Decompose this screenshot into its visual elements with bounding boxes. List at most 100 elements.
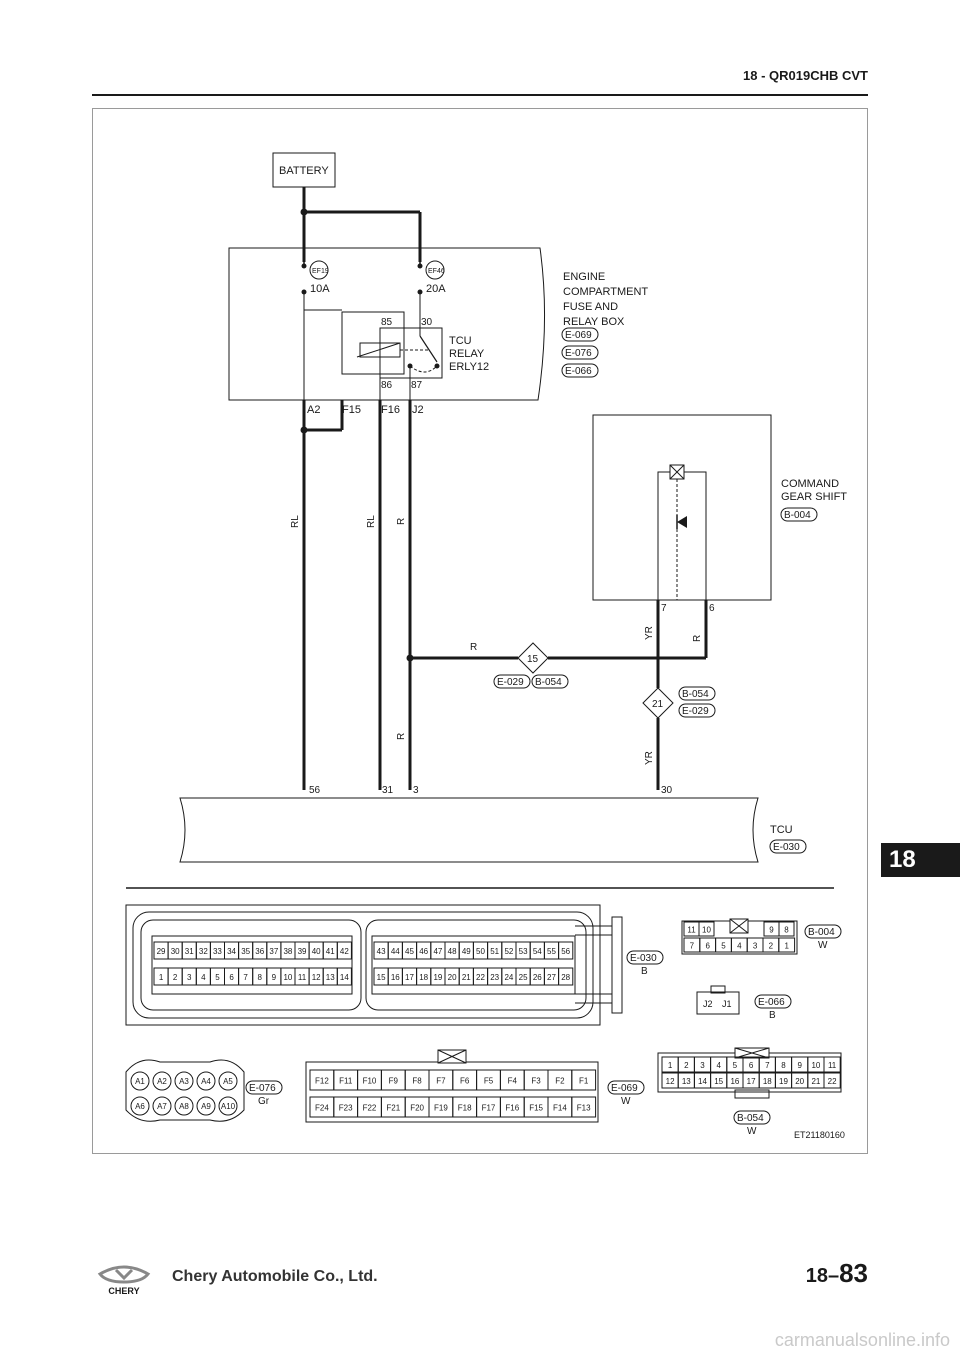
e066-pin-j2: J2: [703, 999, 713, 1009]
joint-15-connector-1: E-029: [497, 677, 524, 688]
b004-pin: 2: [769, 942, 774, 951]
e069-pin-cell: [571, 1096, 597, 1118]
relay-line-1: TCU: [449, 335, 472, 347]
e069-view-label: E-069: [611, 1083, 638, 1094]
b004-view-color: W: [818, 940, 828, 951]
e069-outline: [305, 1061, 599, 1123]
e069-pin: F4: [508, 1077, 518, 1086]
section-tab: 18: [881, 843, 960, 877]
joint-15-id: 15: [527, 654, 539, 665]
fuse-box-line-3: FUSE AND: [563, 301, 618, 313]
e030-pin: 56: [561, 947, 570, 956]
e069-pin: F1: [579, 1077, 589, 1086]
e030-pin: 47: [433, 947, 442, 956]
b054-pin: 16: [730, 1077, 739, 1086]
e030-pin-cell: [558, 941, 574, 960]
e076-pin-cell: [130, 1071, 150, 1091]
e076-pin: A4: [201, 1077, 211, 1086]
e030-pin: 49: [462, 947, 471, 956]
chery-logo: CHERY: [97, 1265, 151, 1296]
e030-pin-cell: [336, 941, 352, 960]
junction-dot: [300, 426, 308, 434]
e030-view-label: E-030: [630, 953, 657, 964]
fuse-ef19-badge: [309, 260, 329, 280]
tcu-pin-31: 31: [382, 785, 394, 796]
e069-pin: F12: [315, 1077, 329, 1086]
wire-label-r-3: R: [396, 733, 407, 740]
joint-15: [517, 642, 549, 674]
b004-pin: 6: [705, 942, 710, 951]
company-name: Chery Automobile Co., Ltd.: [172, 1268, 378, 1285]
fuse-box-line-1: ENGINE: [563, 271, 605, 283]
e030-pin: 13: [326, 973, 335, 982]
e030-pin: 4: [201, 973, 206, 982]
e030-pin: 42: [340, 947, 349, 956]
e030-pin: 33: [213, 947, 222, 956]
b054-pin-cell: [823, 1072, 841, 1089]
e030-pin: 44: [391, 947, 400, 956]
joint-21-id: 21: [652, 699, 664, 710]
e030-pin: 32: [199, 947, 208, 956]
e069-pin: F5: [484, 1077, 494, 1086]
logo-wordmark: CHERY: [108, 1286, 139, 1296]
e069-pin: F24: [315, 1104, 329, 1113]
b004-pin-cell: [778, 937, 796, 953]
e076-view-color: Gr: [258, 1096, 270, 1107]
e076-pin: A8: [179, 1102, 189, 1111]
page-prefix: 18–: [805, 1265, 840, 1287]
wire-label-yr-1: YR: [644, 626, 655, 640]
page-number-value: 83: [839, 1258, 868, 1288]
b004-pin: 7: [690, 942, 695, 951]
e069-pin: F23: [339, 1104, 353, 1113]
e069-pin: F6: [460, 1077, 470, 1086]
b004-pin-cell: [698, 921, 715, 937]
e076-pin-cell: [196, 1096, 216, 1116]
e030-pin: 6: [229, 973, 234, 982]
e030-pin: 24: [504, 973, 513, 982]
e076-pin: A3: [179, 1077, 189, 1086]
fuse-box-connector-2: E-076: [565, 348, 592, 359]
e066-view-label: E-066: [758, 997, 785, 1008]
terminal-j2: J2: [412, 404, 424, 416]
e030-pin: 46: [419, 947, 428, 956]
e030-pin: 48: [448, 947, 457, 956]
b054-pin: 11: [828, 1061, 837, 1070]
e030-pin: 19: [433, 973, 442, 982]
e069-pin: F2: [555, 1077, 565, 1086]
fuse-box-connector-3: E-066: [565, 366, 592, 377]
e030-view-color: B: [641, 966, 648, 977]
e069-pin: F16: [505, 1104, 519, 1113]
b054-pin: 2: [684, 1061, 689, 1070]
relay-outline: [341, 311, 405, 375]
b004-pin: 8: [784, 926, 789, 935]
e030-pin: 16: [391, 973, 400, 982]
relay-pin-86: 86: [381, 380, 393, 391]
b054-pin: 12: [666, 1077, 675, 1086]
header-rule: [92, 94, 868, 96]
b054-pin: 18: [763, 1077, 772, 1086]
e030-pin: 36: [255, 947, 264, 956]
b004-pin: 1: [784, 942, 789, 951]
fuse-box-connector-1: E-069: [565, 330, 592, 341]
fuse-box-line-4: RELAY BOX: [563, 316, 625, 328]
joint-21: [642, 687, 674, 719]
e069-pin: F20: [410, 1104, 424, 1113]
wire-label-rl-2: RL: [366, 515, 377, 528]
fuse-ef46-rating: 20A: [426, 283, 446, 295]
b054-pin: 21: [811, 1077, 820, 1086]
watermark: carmanualsonline.info: [774, 1330, 950, 1350]
b004-view-label: B-004: [808, 927, 835, 938]
tcu-label: TCU: [770, 824, 793, 836]
terminal-a2: A2: [307, 404, 320, 416]
relay-pin-85: 85: [381, 317, 393, 328]
e030-pin: 27: [547, 973, 556, 982]
gear-shift-connector: B-004: [784, 510, 811, 521]
e030-pin: 40: [312, 947, 321, 956]
wire-label-r-2: R: [470, 642, 477, 653]
b004-pin: 9: [769, 926, 774, 935]
page-header: 18 - QR019CHB CVT: [0, 0, 960, 100]
e030-pin: 55: [547, 947, 556, 956]
e030-pin: 10: [283, 973, 292, 982]
joint-21-connector-2: E-029: [682, 706, 709, 717]
e069-pin: F9: [389, 1077, 399, 1086]
